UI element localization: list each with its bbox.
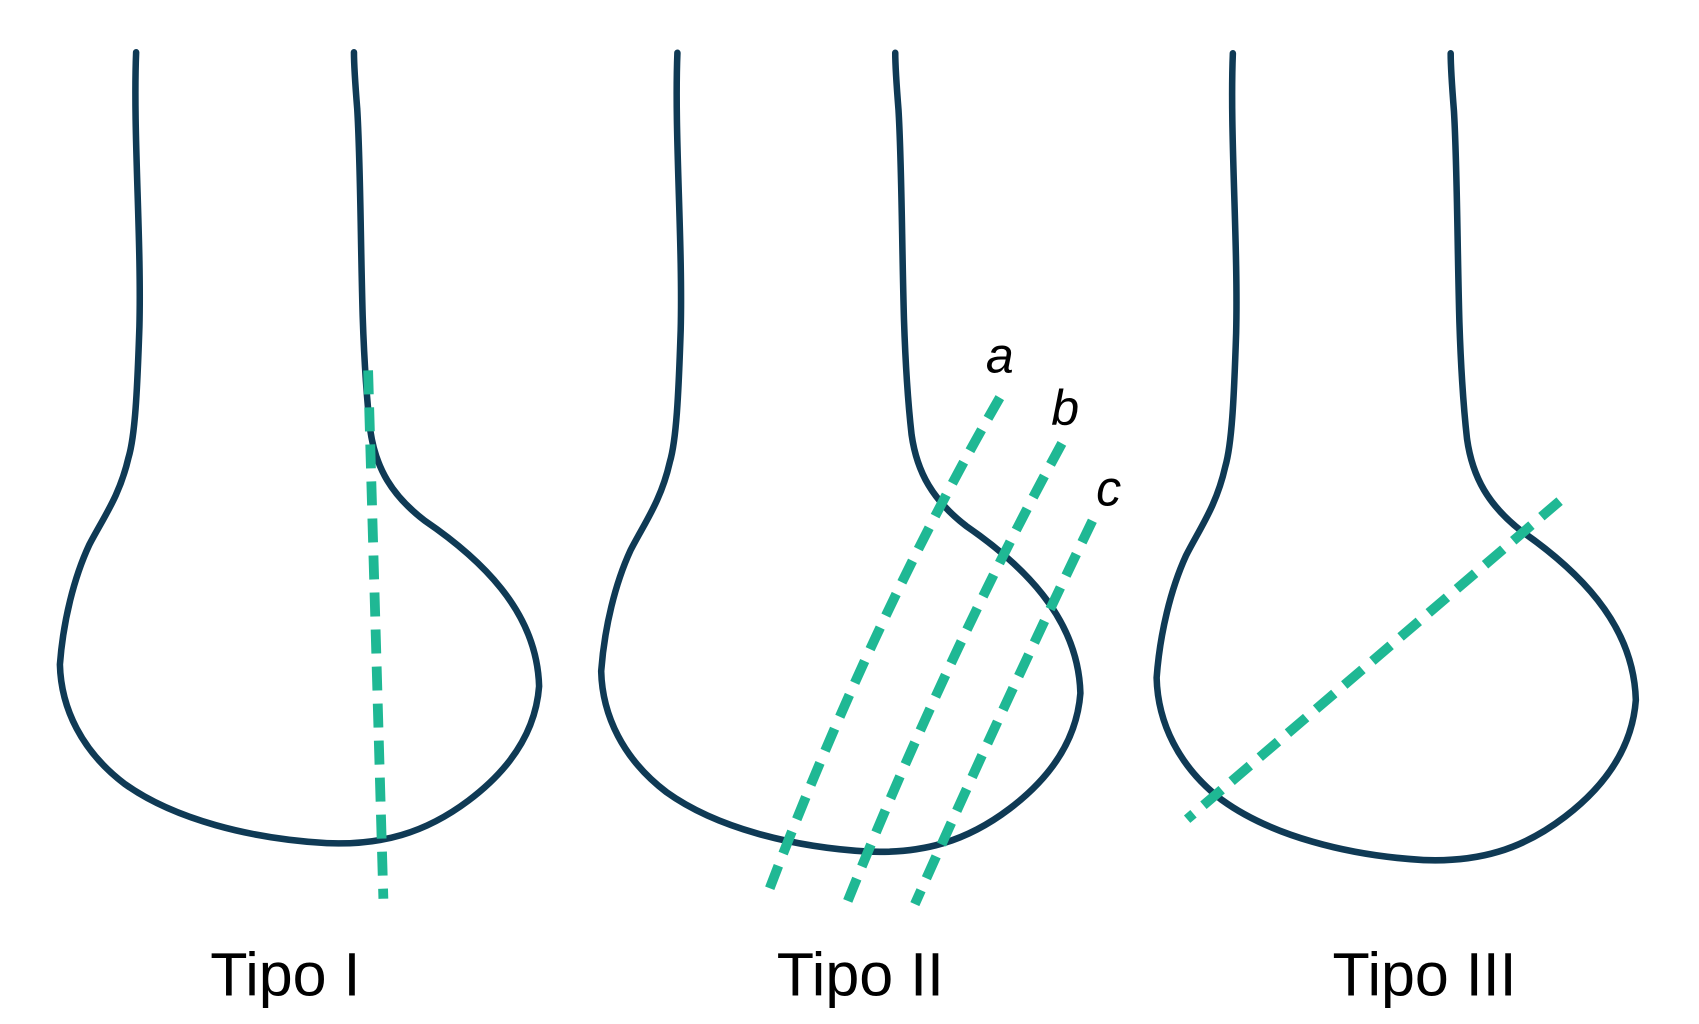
panel-tipo-1: Tipo I (60, 52, 539, 1009)
bone-outline (60, 52, 539, 843)
bone-outline (1157, 53, 1636, 860)
line-label-a: a (986, 328, 1014, 384)
panel-label: Tipo II (777, 941, 944, 1009)
panel-tipo-2: a b c Tipo II (601, 53, 1121, 1009)
fracture-line-c (910, 518, 1097, 907)
bone-outline (601, 53, 1080, 852)
panel-tipo-3: Tipo III (1157, 53, 1636, 1009)
line-label-b: b (1051, 380, 1079, 436)
line-label-c: c (1096, 460, 1121, 516)
fracture-line (1183, 497, 1563, 823)
fracture-line-a (763, 395, 1005, 896)
fracture-line (363, 370, 389, 899)
panel-label: Tipo I (210, 941, 360, 1009)
panel-label: Tipo III (1332, 941, 1516, 1009)
